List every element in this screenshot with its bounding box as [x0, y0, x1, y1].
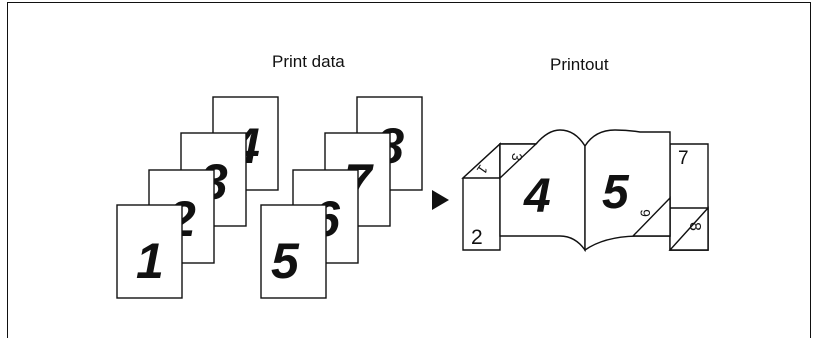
right-stack-page-5: 5 — [260, 204, 327, 299]
diagram-frame — [7, 2, 811, 338]
svg-text:5: 5 — [271, 233, 300, 289]
booklet-printout: 2 1 7 8 3 4 6 5 — [461, 129, 709, 253]
svg-text:1: 1 — [136, 233, 164, 289]
left-page-stack: 4 3 2 1 — [116, 96, 279, 299]
print-data-label: Print data — [272, 52, 345, 71]
booklet-page-3-number: 3 — [509, 152, 526, 161]
printout-label: Printout — [550, 55, 609, 74]
booklet-fold-inner-left — [499, 143, 538, 180]
right-page-stack: 8 7 6 5 — [260, 96, 423, 299]
booklet-page-8-number: 8 — [686, 222, 703, 231]
booklet-fold-right-corner — [668, 206, 709, 251]
left-stack-page-1: 1 — [116, 204, 183, 299]
booklet-page-4-number: 4 — [523, 170, 551, 223]
booklet-page-5-number: 5 — [602, 166, 630, 219]
booklet-page-7-number: 7 — [678, 148, 689, 169]
booklet-page-2-number: 2 — [471, 226, 483, 249]
booklet-page-6-number: 6 — [637, 209, 653, 217]
booklet-fold-inner-right — [631, 196, 671, 237]
right-triangle-arrow-icon — [432, 190, 449, 210]
